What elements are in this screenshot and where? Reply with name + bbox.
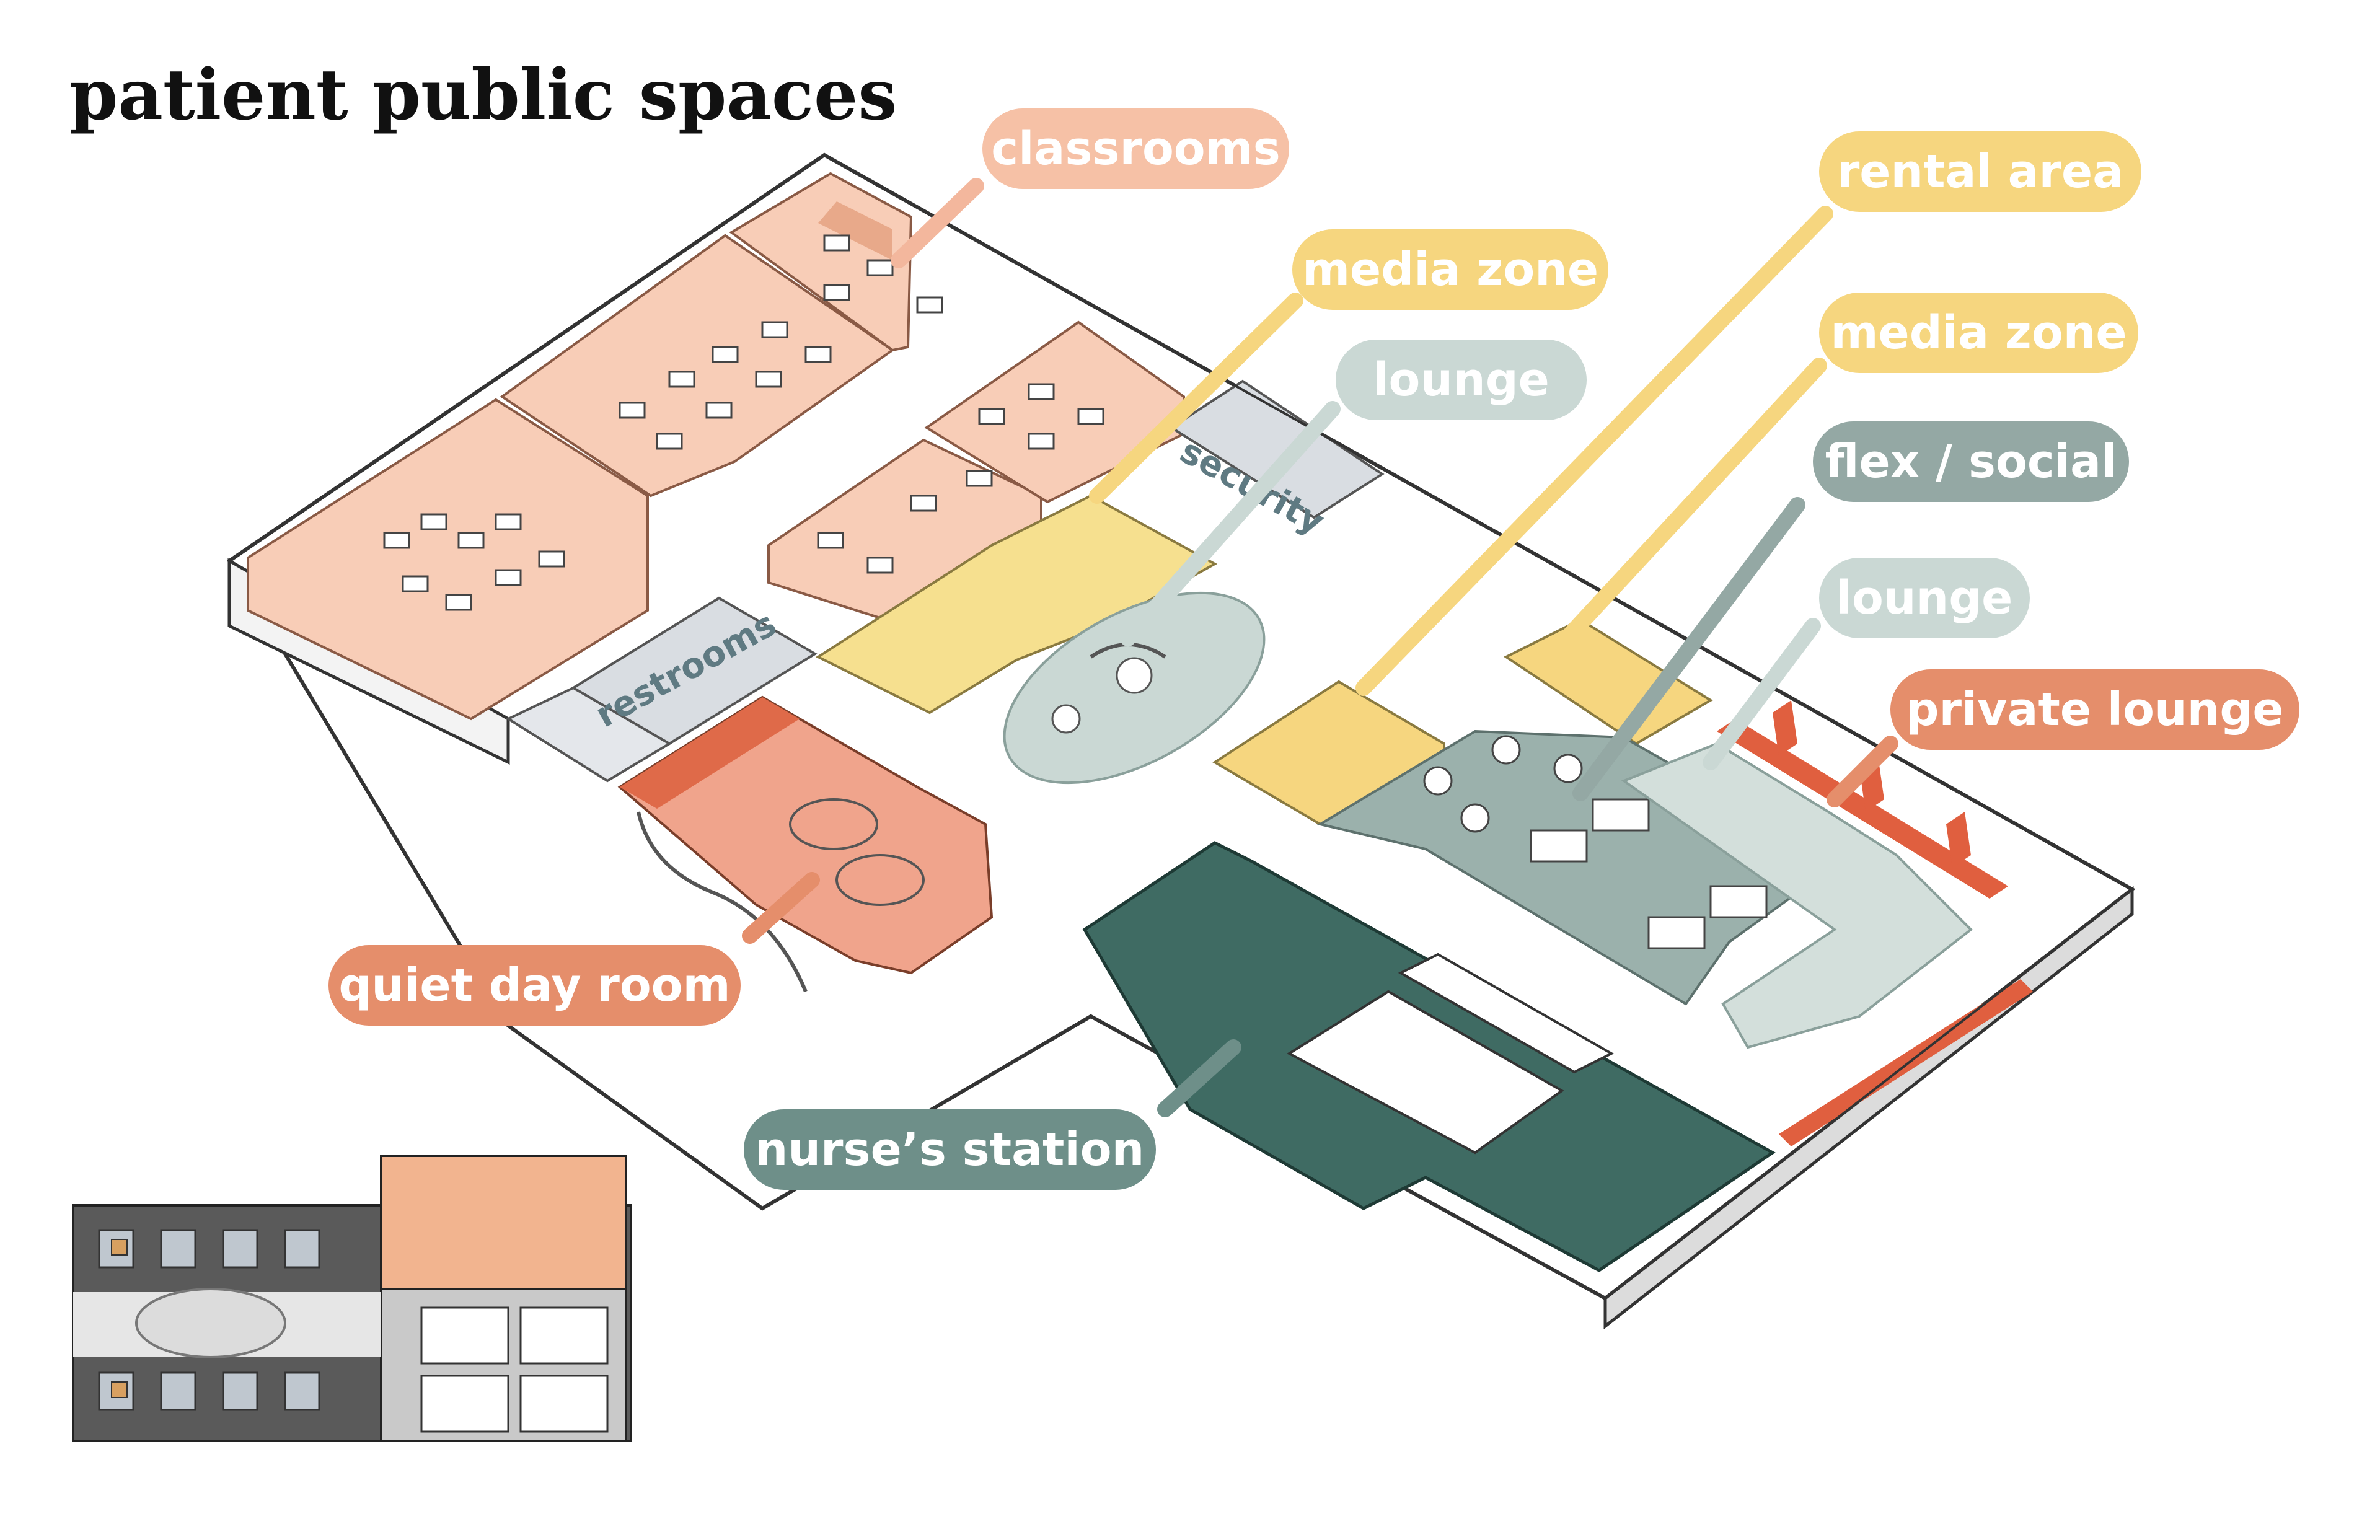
lounge-1-leader <box>1120 401 1341 646</box>
private-lounge-area <box>1717 700 2033 1146</box>
classroom-furniture <box>383 234 1104 611</box>
quiet-day-room-area <box>617 695 994 993</box>
private-lounge-leader <box>1827 736 1898 807</box>
nurses-station-label: nurse’s station <box>744 1109 1156 1190</box>
lounge-right-area <box>1621 742 1973 1049</box>
nurses-station-area <box>1082 841 1776 1272</box>
lounge-area <box>1003 591 1266 785</box>
lounge-2-leader <box>1703 618 1821 770</box>
classrooms-leader <box>891 178 984 268</box>
nurses-station-leader <box>1157 1039 1241 1117</box>
rental-area-leader <box>1355 206 1833 696</box>
quiet-day-room-leader <box>742 872 820 944</box>
service-zones <box>505 379 1385 783</box>
quiet-day-room-label: quiet day room <box>328 945 741 1026</box>
private-lounge-label: private lounge <box>1890 669 2299 750</box>
media-zone-label-2: media zone <box>1819 293 2138 373</box>
page-title: patient public spaces <box>69 55 897 136</box>
flex-social-label: flex / social <box>1813 421 2129 502</box>
media-zone-2-leader <box>1541 358 1827 665</box>
lounge-label-1: lounge <box>1336 340 1587 420</box>
classrooms-label: classrooms <box>982 108 1289 189</box>
rental-area-label: rental area <box>1819 131 2141 212</box>
lounge-label-2: lounge <box>1819 558 2030 638</box>
key-plan <box>72 1155 632 1442</box>
media-zone-label-1: media zone <box>1292 229 1608 310</box>
leader-lines <box>742 178 1898 1117</box>
media-zone-1-leader <box>1089 293 1303 504</box>
flex-social-leader <box>1572 497 1805 801</box>
